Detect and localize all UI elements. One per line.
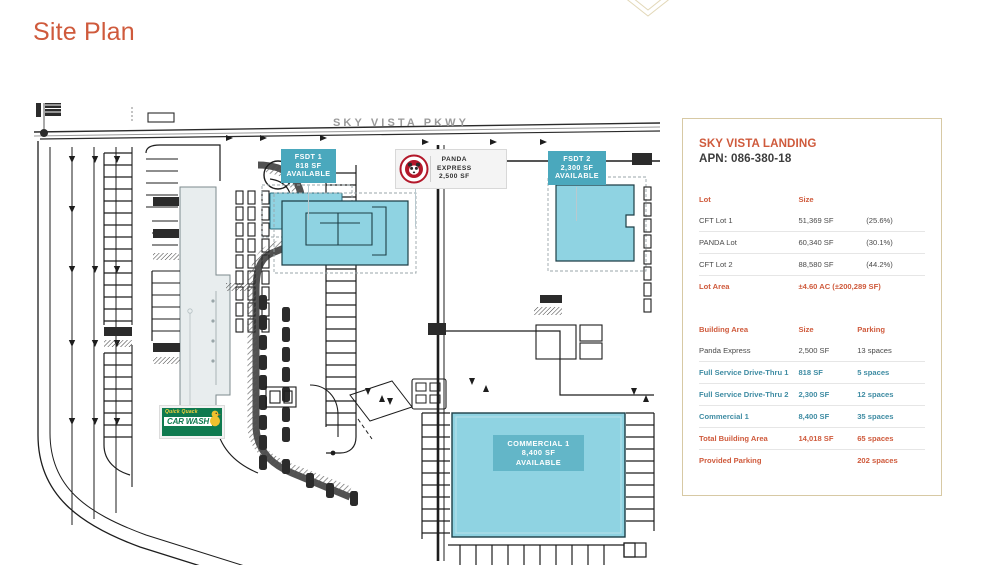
table-row: Full Service Drive-Thru 1 818 SF 5 space… [699, 361, 925, 384]
lot-header-lot: Lot [699, 195, 711, 204]
lot-row-0-pct: (25.6%) [866, 216, 893, 225]
bld-row-0-size: 2,500 SF [798, 346, 830, 355]
map-callout-panda-express[interactable]: PANDA EXPRESS 2,500 SF [395, 149, 507, 189]
lot-row-3-size: ±4.60 AC (±200,289 SF) [798, 275, 925, 297]
panel-apn: APN: 086-380-18 [699, 152, 792, 165]
map-label-fsdt1[interactable]: FSDT 1 818 SF AVAILABLE [281, 149, 336, 183]
table-row-provided-parking: Provided Parking 202 spaces [699, 449, 925, 471]
lot-row-0-size: 51,369 SF [798, 216, 834, 225]
bld-row-0-parking: 13 spaces [857, 346, 892, 355]
table-row-total: Lot Area ±4.60 AC (±200,289 SF) [699, 275, 925, 297]
carwash-logo: Quick Quack CAR WASH [162, 408, 222, 436]
bld-row-5-name: Provided Parking [699, 449, 799, 471]
fsdt2-stalls [643, 186, 652, 313]
lot-row-1-name: PANDA Lot [699, 231, 799, 254]
map-label-commercial1[interactable]: COMMERCIAL 1 8,400 SF AVAILABLE [493, 435, 584, 472]
carwash-brand-top: Quick Quack [165, 409, 198, 415]
building-area-table: Building Area Size Parking Panda Express… [699, 319, 925, 471]
site-plan-map[interactable]: SKY VISTA PKWY FSDT 1 818 SF AVAILABLE F… [20, 95, 670, 565]
table-row-total: Total Building Area 14,018 SF 65 spaces [699, 427, 925, 450]
bld-row-3-name: Commercial 1 [699, 405, 799, 428]
table-row: Commercial 1 8,400 SF 35 spaces [699, 405, 925, 428]
bld-header-parking: Parking [857, 325, 886, 334]
table-row: CFT Lot 1 51,369 SF (25.6%) [699, 210, 925, 232]
decorative-chevron-icon [626, 0, 670, 17]
fsdt1-line3: AVAILABLE [286, 169, 331, 179]
site-info-panel: SKY VISTA LANDING APN: 086-380-18 Lot Si… [682, 118, 942, 496]
table-row: PANDA Lot 60,340 SF (30.1%) [699, 231, 925, 254]
fsdt2-building [547, 176, 647, 272]
panda-express-logo [399, 154, 429, 184]
lot-table-header: Lot Size [699, 189, 925, 210]
bld-row-5-parking: 202 spaces [857, 449, 925, 471]
lot-row-2-pct: (44.2%) [866, 253, 925, 276]
page-title: Site Plan [33, 18, 135, 46]
lot-row-2-size: 88,580 SF [798, 253, 867, 276]
lot-row-1-pct: (30.1%) [866, 231, 925, 254]
table-row: Full Service Drive-Thru 2 2,300 SF 12 sp… [699, 383, 925, 406]
commercial1-building [451, 412, 626, 538]
bld-header-area: Building Area [699, 325, 749, 334]
map-label-fsdt2[interactable]: FSDT 2 2,300 SF AVAILABLE [548, 151, 606, 185]
panda-line2: EXPRESS [437, 164, 472, 172]
bld-row-2-size: 2,300 SF [798, 383, 858, 406]
lot-header-size: Size [798, 195, 814, 204]
map-callout-quick-quack-car-wash[interactable]: Quick Quack CAR WASH [159, 405, 225, 439]
panda-callout-line [415, 187, 416, 227]
street-label-sky-vista-pkwy: SKY VISTA PKWY [333, 117, 470, 129]
panel-title: SKY VISTA LANDING [699, 137, 817, 150]
fsdt2-line1: FSDT 2 [563, 154, 591, 163]
bld-row-3-parking: 35 spaces [857, 405, 925, 428]
fsdt2-line3: AVAILABLE [554, 171, 600, 181]
table-row: CFT Lot 2 88,580 SF (44.2%) [699, 253, 925, 276]
bld-row-4-size: 14,018 SF [798, 427, 858, 450]
fsdt2-callout-line [576, 187, 577, 221]
panda-express-building [273, 192, 417, 274]
duck-icon [210, 410, 221, 427]
fsdt1-callout-line [308, 185, 309, 220]
lot-row-0-name: CFT Lot 1 [699, 216, 733, 225]
lot-header-blank [866, 189, 925, 210]
table-row: Panda Express 2,500 SF 13 spaces [699, 340, 925, 362]
bld-header-size: Size [798, 325, 814, 334]
lot-row-3-name: Lot Area [699, 275, 799, 297]
lot-row-1-size: 60,340 SF [798, 231, 867, 254]
panda-callout-text: PANDA EXPRESS 2,500 SF [430, 156, 478, 182]
fsdt1-line2: 818 SF [295, 160, 322, 170]
panda-line1: PANDA [441, 156, 468, 164]
lot-area-table: Lot Size CFT Lot 1 51,369 SF (25.6%) PAN… [699, 189, 925, 297]
bld-row-2-name: Full Service Drive-Thru 2 [699, 383, 799, 406]
fsdt1-line1: FSDT 1 [294, 152, 323, 161]
bld-row-2-parking: 12 spaces [857, 383, 925, 406]
bld-row-5-size [798, 449, 858, 471]
bld-row-1-parking: 5 spaces [857, 361, 925, 384]
commercial1-line2: 8,400 SF [521, 448, 556, 458]
commercial1-line1: COMMERCIAL 1 [507, 439, 570, 448]
building-table-header: Building Area Size Parking [699, 319, 925, 340]
fsdt2-line2: 2,300 SF [560, 162, 594, 172]
bld-row-1-name: Full Service Drive-Thru 1 [699, 361, 799, 384]
carwash-brand-main: CAR WASH [164, 417, 212, 426]
bld-row-4-name: Total Building Area [699, 427, 799, 450]
lot-row-2-name: CFT Lot 2 [699, 253, 799, 276]
bld-row-0-name: Panda Express [699, 346, 751, 355]
commercial1-line3: AVAILABLE [515, 457, 562, 467]
bld-row-1-size: 818 SF [798, 361, 858, 384]
bld-row-4-parking: 65 spaces [857, 427, 925, 450]
panda-line3: 2,500 SF [438, 173, 470, 181]
bld-row-3-size: 8,400 SF [798, 405, 858, 428]
